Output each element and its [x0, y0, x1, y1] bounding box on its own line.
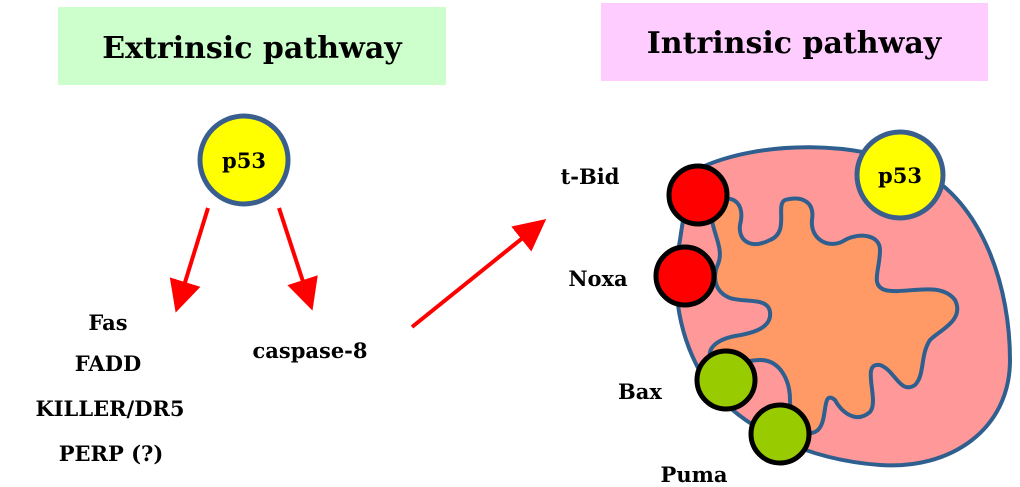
intrinsic-header: Intrinsic pathway [601, 3, 988, 81]
arrow-p53-to-caspase8 [277, 207, 318, 311]
target-fadd: FADD [75, 351, 141, 376]
mitochondrion-cristae [707, 196, 960, 436]
p53-label: p53 [878, 163, 922, 188]
puma-circle [748, 402, 812, 466]
noxa-circle [653, 244, 717, 308]
p53-node-extrinsic: p53 [197, 113, 291, 207]
arrow-caspase8-to-mitochondria [410, 218, 547, 329]
p53-circle [854, 129, 946, 221]
arrows [169, 207, 547, 329]
extrinsic-header: Extrinsic pathway [58, 7, 446, 85]
protein-t-bid: t-Bid [561, 163, 730, 227]
p53-label: p53 [222, 148, 266, 173]
noxa-label: Noxa [568, 266, 628, 291]
protein-bax: Bax [618, 348, 758, 412]
protein-noxa: Noxa [568, 244, 717, 308]
protein-puma: Puma [661, 402, 812, 487]
bax-label: Bax [618, 379, 662, 404]
arrow-p53-to-receptors [169, 207, 210, 313]
caspase-8-label: caspase-8 [252, 338, 367, 363]
bax-circle [694, 348, 758, 412]
intrinsic-title: Intrinsic pathway [647, 26, 943, 61]
intrinsic-header-bg [601, 3, 988, 81]
t-bid-label: t-Bid [561, 164, 620, 189]
target-killer-dr5: KILLER/DR5 [35, 396, 184, 421]
mitochondrion [674, 145, 1013, 468]
extrinsic-header-bg [58, 7, 446, 85]
p53-node-intrinsic: p53 [854, 129, 946, 221]
extrinsic-targets-list: Fas FADD KILLER/DR5 PERP (?) [35, 310, 184, 466]
p53-circle [197, 113, 291, 207]
t-bid-circle [666, 163, 730, 227]
extrinsic-title: Extrinsic pathway [102, 31, 403, 66]
puma-label: Puma [661, 462, 728, 487]
target-perp: PERP (?) [59, 441, 164, 466]
target-fas: Fas [88, 310, 127, 335]
